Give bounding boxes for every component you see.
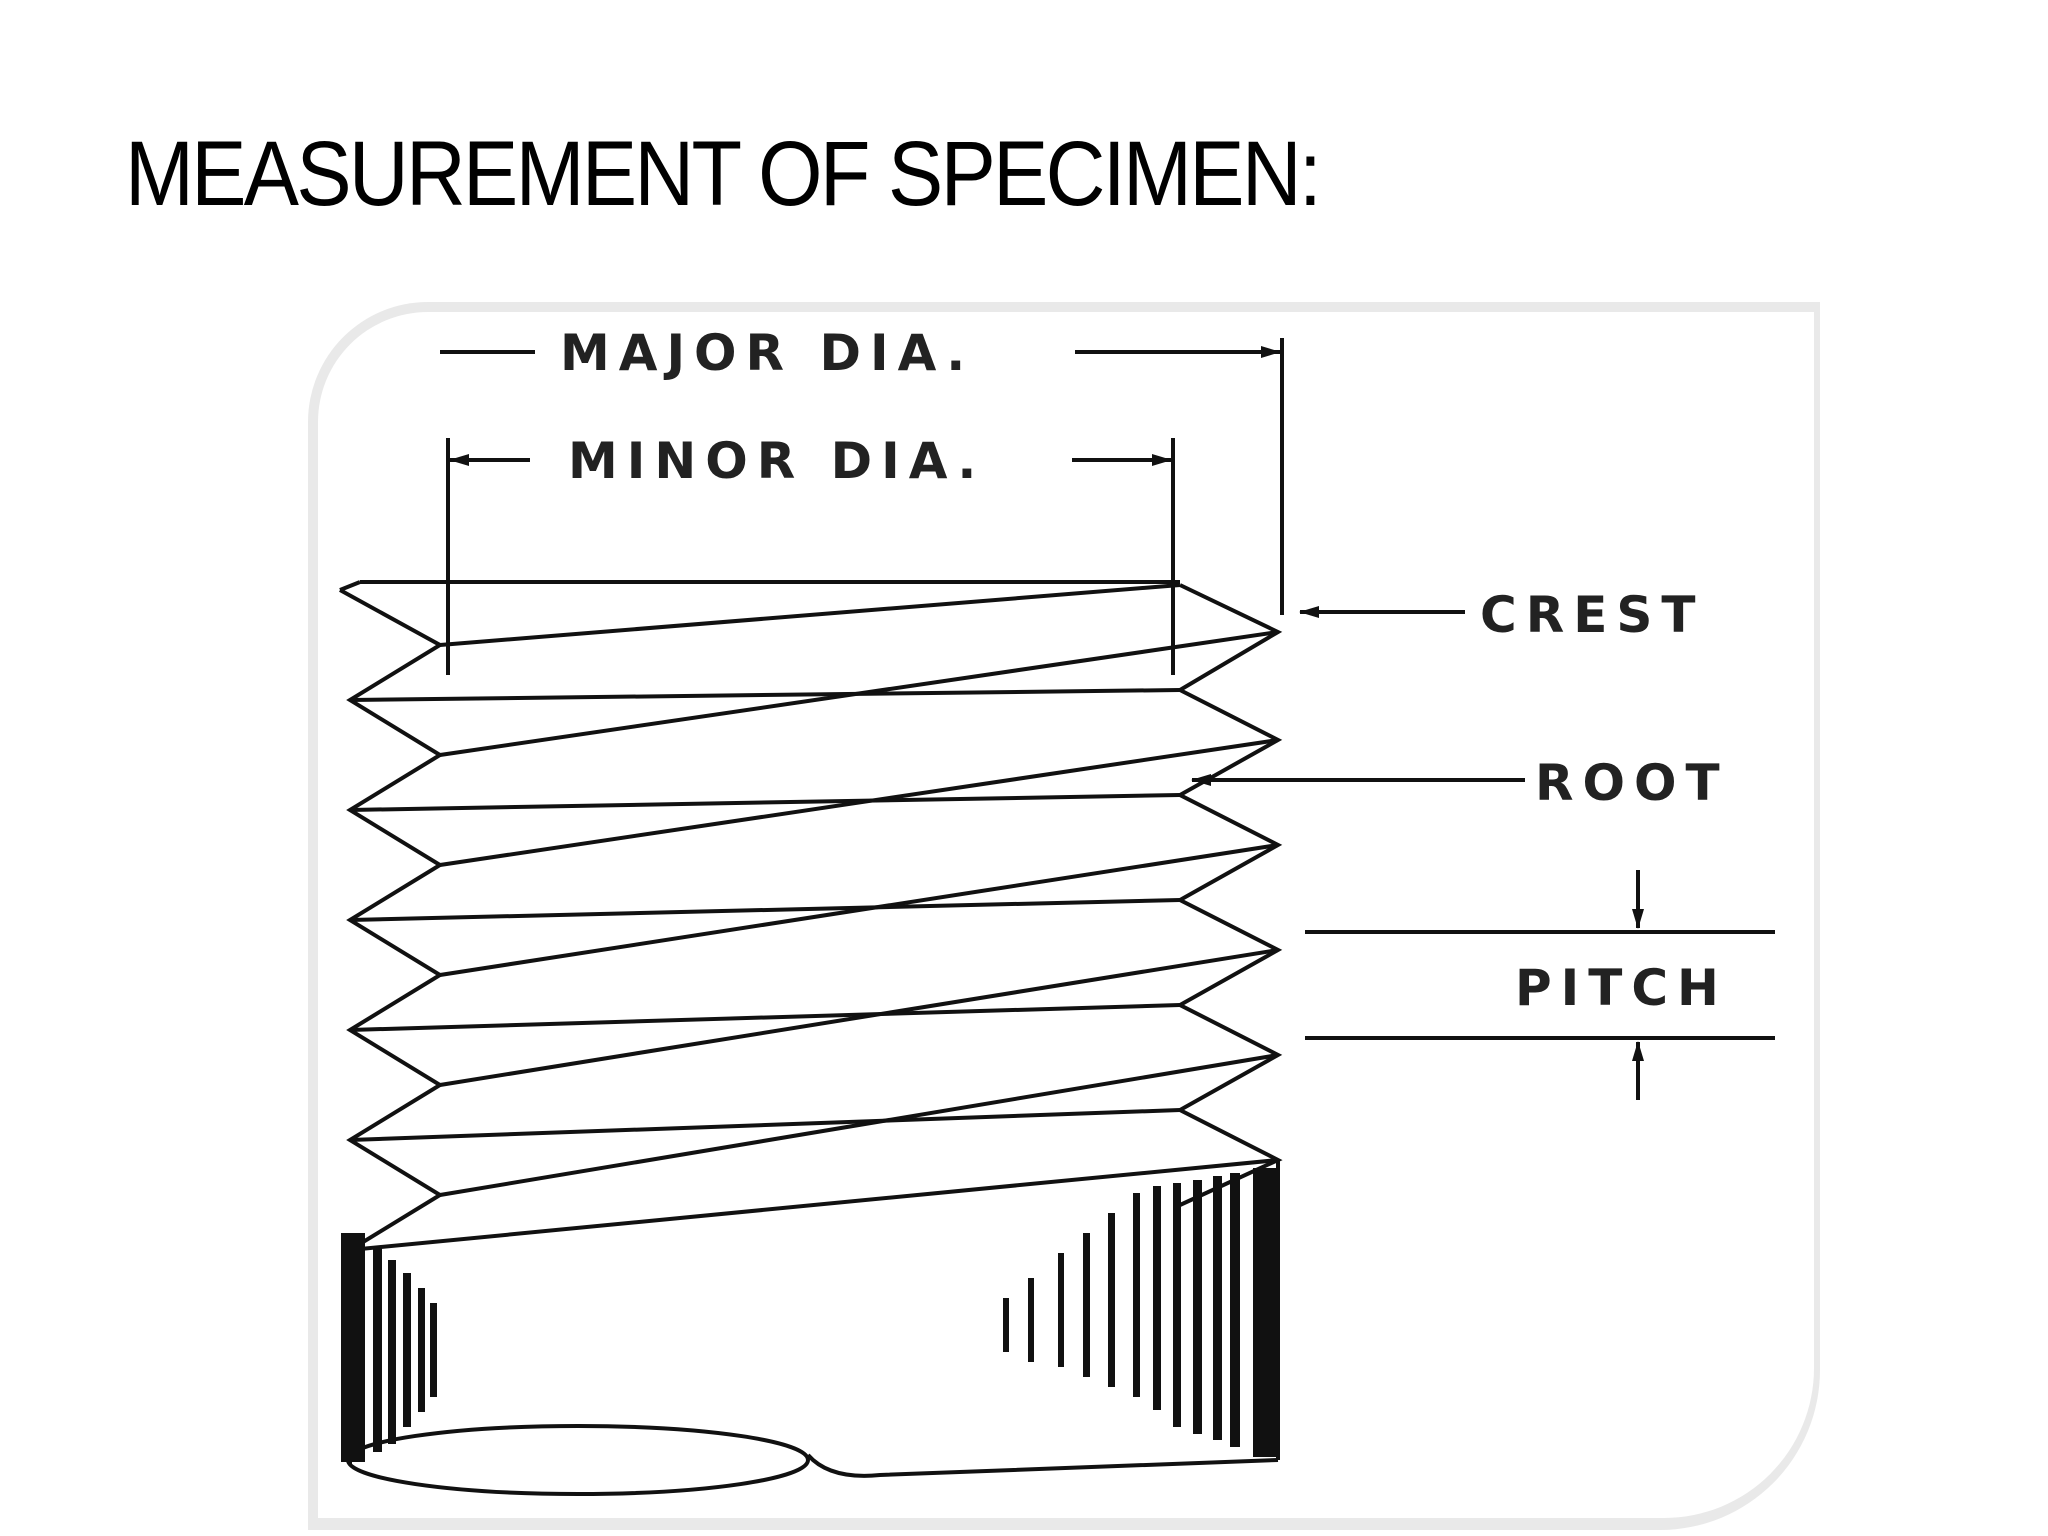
major-dia-label: MAJOR DIA. (560, 324, 974, 382)
crest-label: CREST (1480, 586, 1704, 644)
major-dia-dimension (440, 338, 1284, 615)
pitch-label: PITCH (1515, 959, 1728, 1017)
pitch-dimension (1305, 870, 1775, 1100)
slide-title: MEASUREMENT OF SPECIMEN: (125, 123, 1322, 225)
minor-dia-dimension (446, 438, 1175, 675)
thread-outline (339, 580, 1283, 1496)
root-label: ROOT (1535, 754, 1729, 812)
thread-right-profile (1175, 583, 1283, 1207)
minor-dia-label: MINOR DIA. (568, 432, 985, 490)
